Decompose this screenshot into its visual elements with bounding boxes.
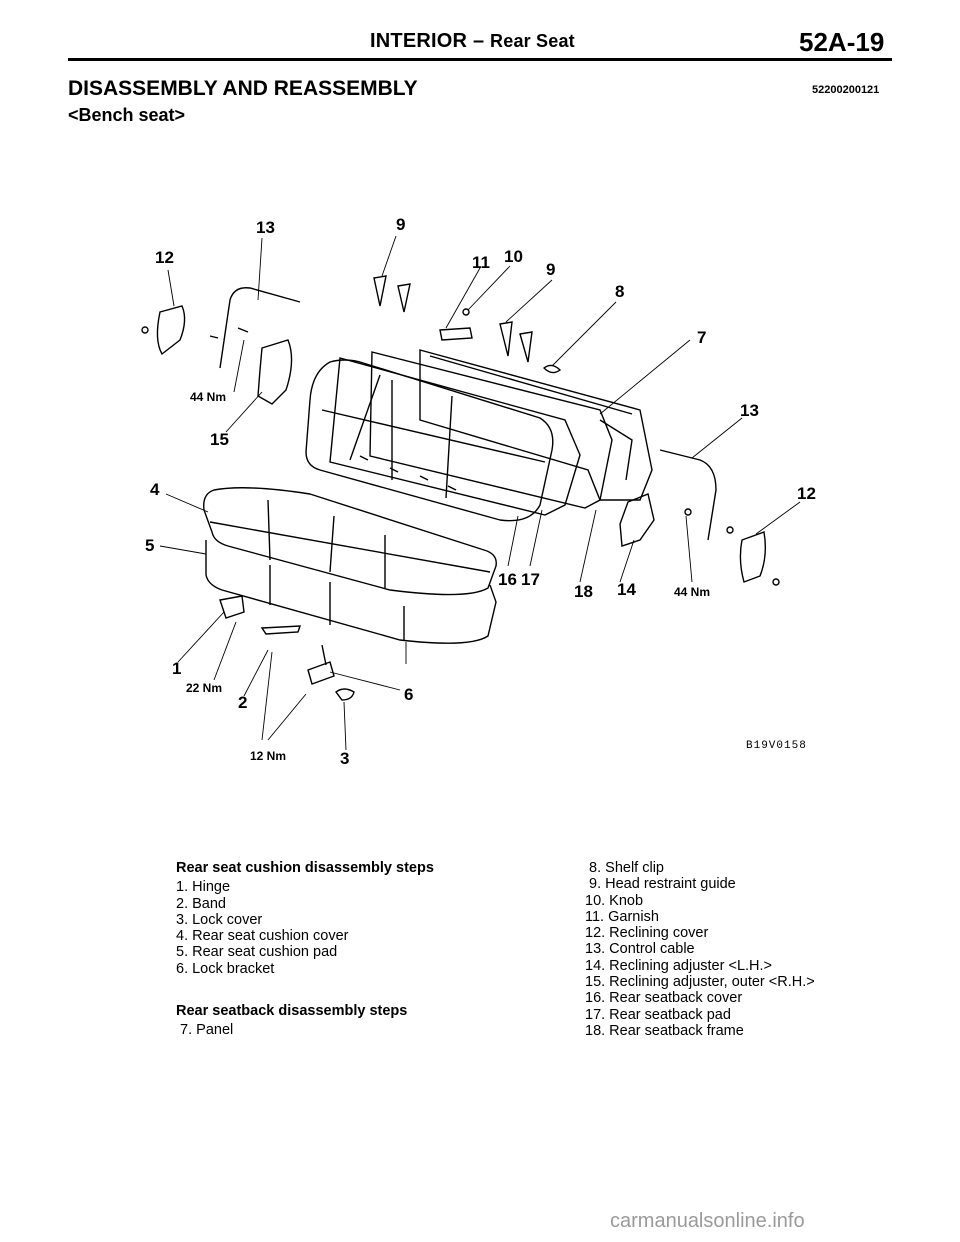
reclining-cover-left [156, 305, 186, 356]
header-dash: – [472, 30, 485, 52]
section-subtitle: <Bench seat> [68, 105, 186, 125]
step-item: 16. Rear seatback cover [585, 990, 743, 1007]
watermark: carmanualsonline.info [610, 1210, 805, 1232]
header-subsection: Rear Seat [490, 31, 575, 51]
seatback-frame [369, 351, 613, 509]
callout-1: 1 [172, 659, 181, 678]
callout-3: 3 [340, 749, 349, 768]
lock-bracket [307, 644, 335, 685]
step-item: 3. Lock cover [176, 911, 263, 928]
control-cable-left [219, 287, 301, 369]
seatback-steps-heading: Rear seatback disassembly steps [176, 1003, 408, 1020]
section-code: 52200200121 [812, 84, 880, 96]
head-restraint-guide-b [397, 283, 411, 313]
callout-10: 10 [504, 247, 523, 266]
control-cable-right [659, 449, 717, 541]
hinge [219, 595, 245, 619]
section-title: DISASSEMBLY AND REASSEMBLY [68, 77, 418, 100]
callout-labels: 12 13 9 11 10 9 8 7 13 12 4 5 15 16 17 1… [145, 215, 816, 768]
step-item: 11. Garnish [585, 908, 659, 925]
seatback-steps: 8. Shelf clip 9. Head restraint guide 10… [585, 860, 915, 1039]
step-item: 2. Band [176, 895, 226, 912]
band [260, 625, 301, 635]
step-item: 14. Reclining adjuster <L.H.> [585, 957, 772, 974]
callout-6: 6 [404, 685, 413, 704]
step-item: 12. Reclining cover [585, 925, 709, 942]
torque-44nm-left: 44 Nm [190, 390, 226, 404]
callout-12-right: 12 [797, 484, 816, 503]
callout-2: 2 [238, 693, 247, 712]
reclining-cover-right [739, 531, 767, 583]
seatback-cover [305, 359, 554, 522]
seat-illustration [141, 275, 780, 701]
step-item: 5. Rear seat cushion pad [176, 944, 338, 961]
torque-44nm-right: 44 Nm [674, 585, 710, 599]
leader-lines [159, 235, 801, 751]
callout-4: 4 [150, 480, 160, 499]
callout-14: 14 [617, 580, 636, 599]
reclining-adjuster-right [257, 339, 293, 405]
head-restraint-guide-d [519, 331, 533, 363]
callout-9-right: 9 [546, 260, 555, 279]
torque-12nm: 12 Nm [250, 749, 286, 763]
garnish [439, 327, 473, 341]
step-item: 1. Hinge [176, 879, 231, 896]
head-restraint-guide-a [373, 275, 387, 307]
step-item: 7. Panel [176, 1022, 234, 1039]
seatback-pad [329, 357, 581, 516]
cushion-steps: Rear seat cushion disassembly steps 1. H… [176, 860, 506, 1039]
figure-code: B19V0158 [746, 740, 807, 752]
header-title: INTERIOR – Rear Seat [370, 30, 575, 53]
callout-13-right: 13 [740, 401, 759, 420]
head-restraint-guide-c [499, 321, 513, 357]
callout-8: 8 [615, 282, 624, 301]
callout-15: 15 [210, 430, 229, 449]
torque-22nm: 22 Nm [186, 681, 222, 695]
callout-7: 7 [697, 328, 706, 347]
callout-12-left: 12 [155, 248, 174, 267]
callout-11: 11 [472, 253, 490, 272]
seat-cushion-pad [205, 540, 497, 644]
step-item: 6. Lock bracket [176, 960, 275, 977]
reclining-adjuster-left [619, 493, 655, 547]
step-item: 4. Rear seat cushion cover [176, 928, 349, 945]
step-item: 15. Reclining adjuster, outer <R.H.> [585, 974, 815, 991]
seat-cushion-cover [203, 487, 497, 596]
step-item: 8. Shelf clip [585, 860, 664, 876]
step-item: 17. Rear seatback pad [585, 1006, 731, 1023]
header-rule [68, 58, 892, 61]
callout-13-left: 13 [256, 218, 275, 237]
callout-5: 5 [145, 536, 154, 555]
torque-labels: 44 Nm 44 Nm 22 Nm 12 Nm [186, 390, 710, 763]
step-item: 13. Control cable [585, 941, 695, 958]
shelf-clip [542, 364, 562, 374]
callout-18: 18 [574, 582, 593, 601]
step-item: 10. Knob [585, 892, 644, 909]
callout-17: 17 [521, 570, 540, 589]
page-number: 52A-19 [799, 27, 885, 57]
header-section: INTERIOR [370, 30, 468, 52]
lock-cover [335, 688, 355, 701]
step-item: 18. Rear seatback frame [585, 1022, 744, 1039]
step-item: 9. Head restraint guide [585, 876, 736, 893]
rear-panel [419, 349, 653, 501]
callout-16: 16 [498, 570, 517, 589]
cushion-steps-heading: Rear seat cushion disassembly steps [176, 860, 434, 876]
callout-9-left: 9 [396, 215, 405, 234]
